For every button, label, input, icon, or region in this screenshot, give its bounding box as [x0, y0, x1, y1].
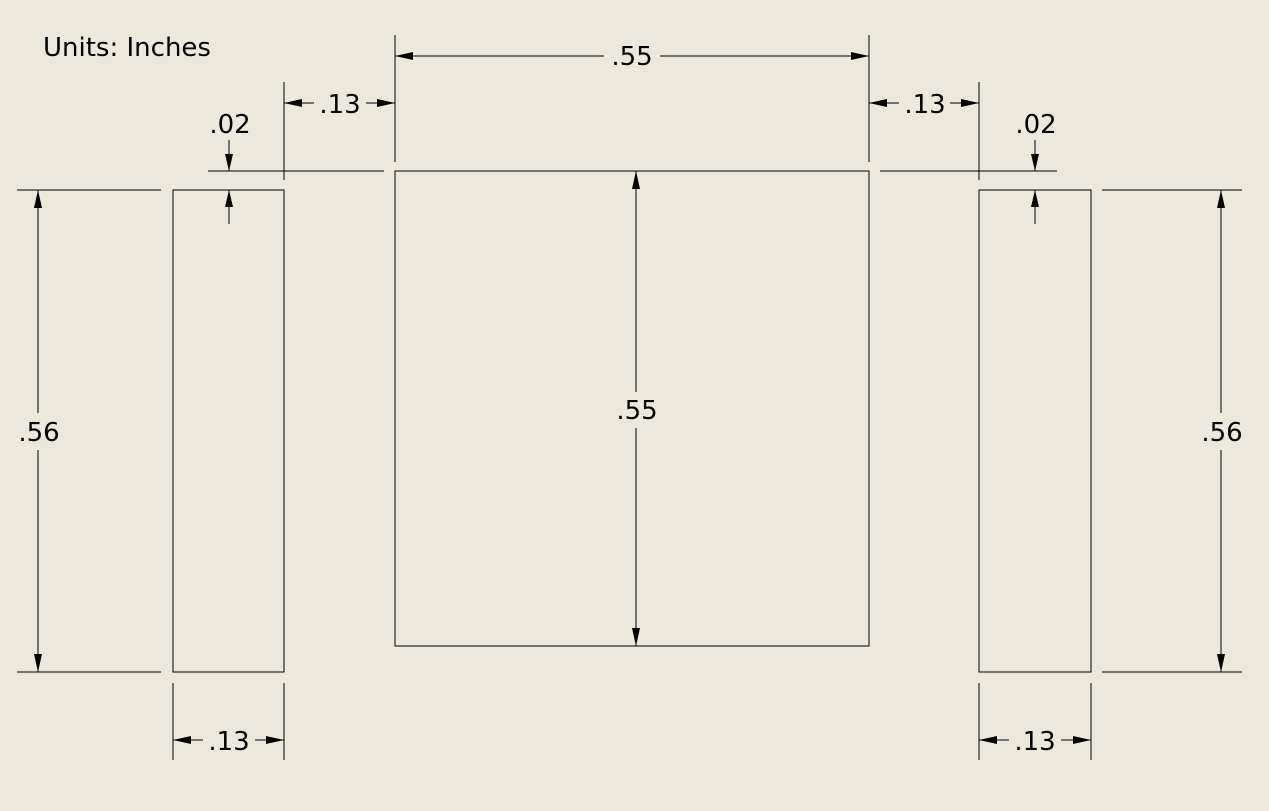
- center-height-label: .55: [616, 396, 657, 426]
- dim-right-width: .13: [979, 727, 1091, 757]
- extension-lines: [17, 35, 1242, 760]
- dim-left-gap: .13: [284, 90, 395, 120]
- center-width-label: .55: [611, 42, 652, 72]
- left-gap-label: .13: [319, 90, 360, 120]
- center-square-part: [394, 170, 870, 647]
- dim-center-width: .55: [395, 42, 869, 72]
- left-height-label: .56: [18, 418, 59, 448]
- right-gap-label: .13: [904, 90, 945, 120]
- left-width-label: .13: [208, 727, 249, 757]
- dim-right-offset: .02: [1015, 110, 1057, 224]
- right-width-label: .13: [1014, 727, 1055, 757]
- dim-center-height: .55: [616, 171, 658, 646]
- units-label: Units: Inches: [43, 33, 211, 63]
- dim-left-offset: .02: [209, 110, 251, 224]
- left-bar-part: [172, 189, 285, 673]
- dim-left-height: .56: [18, 190, 60, 672]
- dim-right-gap: .13: [869, 90, 979, 120]
- right-bar-part: [978, 189, 1092, 673]
- dim-left-width: .13: [173, 727, 284, 757]
- dim-right-height: .56: [1201, 190, 1243, 672]
- left-offset-label: .02: [209, 110, 250, 140]
- right-height-label: .56: [1201, 418, 1242, 448]
- right-offset-label: .02: [1015, 110, 1056, 140]
